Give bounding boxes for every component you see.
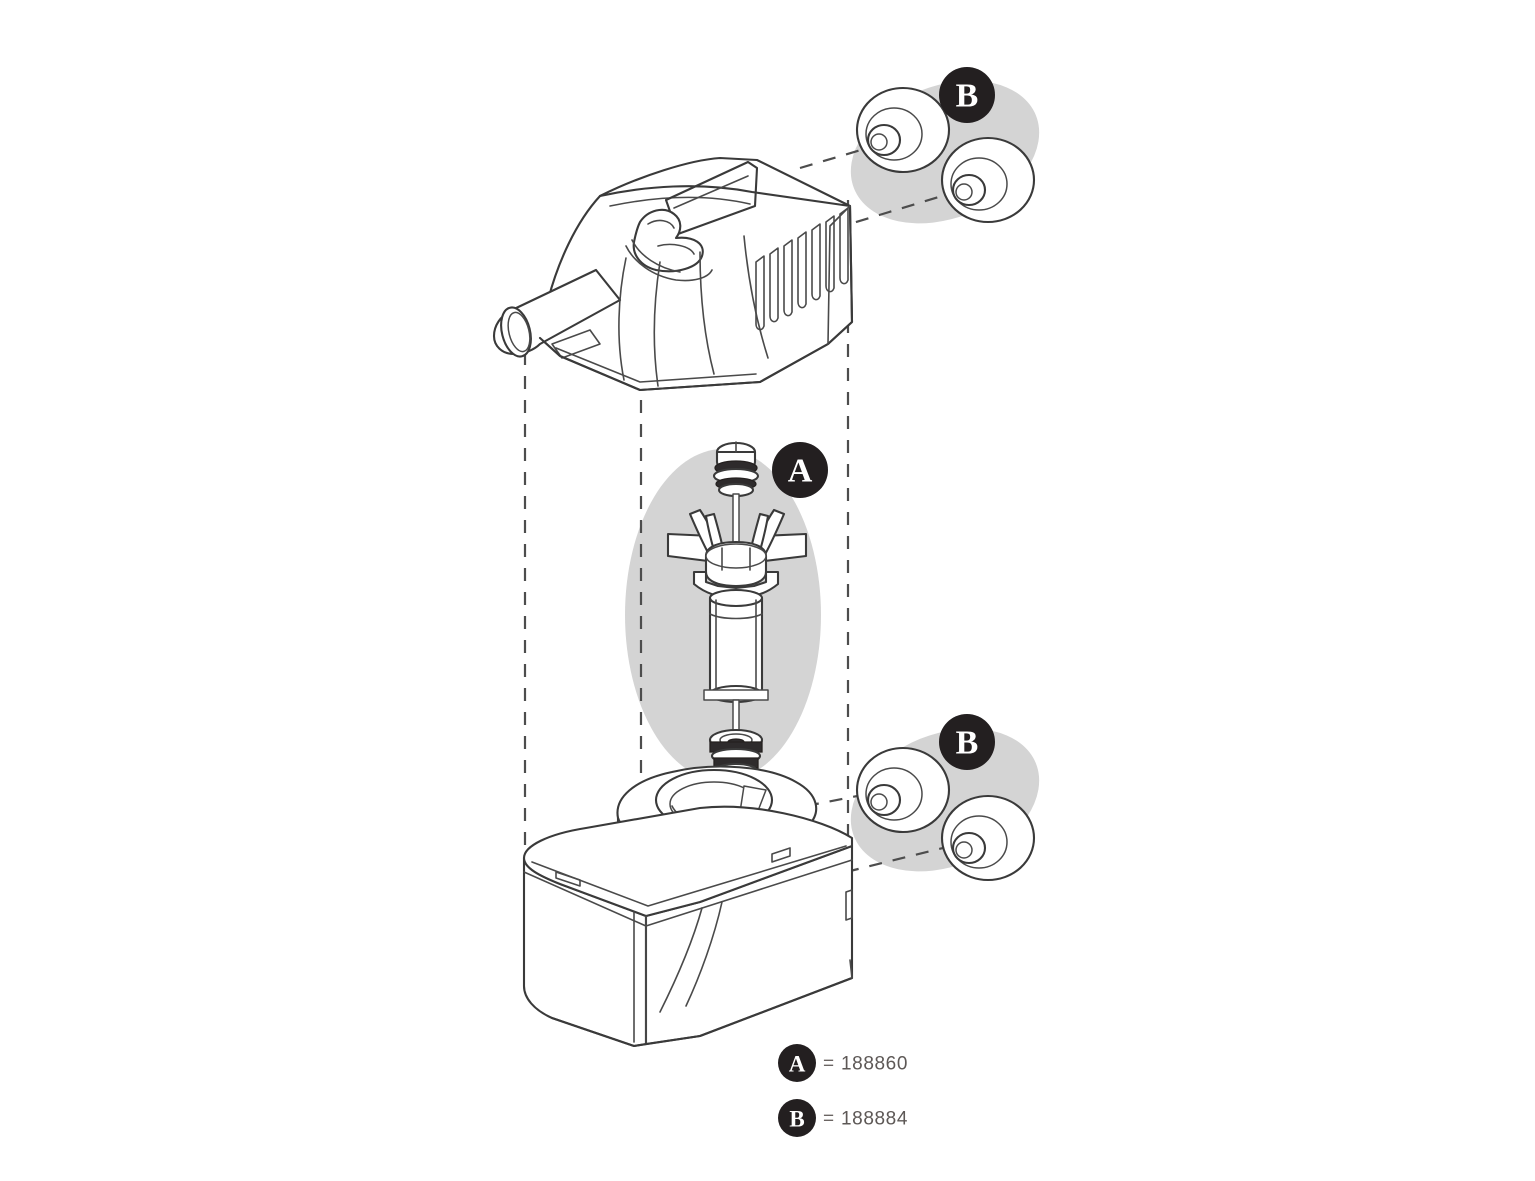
vent-slot-5	[825, 215, 835, 293]
base-swoosh-1	[659, 907, 703, 1013]
vent-slot-4	[811, 223, 821, 301]
control-lever	[632, 208, 704, 273]
lever-recess	[625, 245, 713, 282]
base-bottom-edge	[550, 976, 854, 1048]
upper-shaft	[732, 493, 740, 549]
bottom-bearing	[708, 728, 764, 778]
cover-crease-1	[618, 257, 627, 381]
legend-equals-b: =	[823, 1109, 834, 1130]
badge-b-bottom-label: B	[956, 725, 979, 762]
bushings-top-group	[855, 86, 1036, 224]
badge-b-bottom-circle[interactable]	[939, 714, 995, 770]
callout-badge-b-bottom[interactable]: B	[939, 714, 995, 770]
part-top-cover	[492, 156, 854, 392]
base-right-bottom-edge	[849, 959, 853, 979]
part-base-tank	[522, 765, 854, 1048]
rotor-base-flange	[703, 689, 769, 701]
cover-crease-3	[699, 251, 715, 375]
lever-recess-inner	[631, 239, 681, 273]
part-impeller-assembly	[666, 441, 808, 813]
callout-badge-b-top[interactable]: B	[939, 67, 995, 123]
nozzle-inner-bore	[507, 311, 531, 353]
bushing-bottom-1-bore	[870, 793, 888, 811]
legend-row-a: A = 188860	[778, 1044, 908, 1082]
control-lever-highlight	[647, 219, 675, 229]
badge-a-circle[interactable]	[772, 442, 828, 498]
legend-badge-b-label: B	[789, 1107, 804, 1132]
bushing-top-1	[855, 86, 951, 174]
bushing-top-2	[940, 136, 1036, 224]
bushing-bottom-2	[940, 794, 1036, 882]
legend-partnumber-a: 188860	[841, 1054, 908, 1075]
base-top-rim	[522, 805, 854, 918]
cover-bottom-inner	[555, 347, 757, 383]
legend: A = 188860 B = 188884	[778, 1044, 908, 1137]
legend-badge-a-label: A	[789, 1052, 806, 1077]
bushings-bottom-group	[855, 746, 1036, 882]
badge-a-label: A	[788, 453, 813, 490]
vent-slot-3	[797, 231, 807, 309]
bushing-top-2-bore	[955, 183, 973, 201]
vent-slot-7	[755, 255, 765, 331]
legend-badge-b-circle	[778, 1099, 816, 1137]
rotor-top-ellipse	[708, 588, 764, 608]
top-bearing-cap	[712, 441, 760, 498]
cover-right-edge	[827, 205, 851, 345]
rotor-body	[703, 588, 769, 704]
legend-row-b: B = 188884	[778, 1099, 908, 1137]
vent-slot-6	[839, 207, 849, 285]
cover-crease-4	[743, 235, 769, 359]
bushing-bottom-2-bore	[955, 841, 973, 859]
base-swoosh-2	[685, 901, 723, 1007]
rotor-seam-upper	[709, 613, 763, 620]
cover-top-seam	[598, 185, 852, 208]
vent-slot-1	[769, 247, 779, 323]
legend-partnumber-b: 188884	[841, 1109, 908, 1130]
control-lever-crease	[657, 243, 695, 255]
legend-badge-a-circle	[778, 1044, 816, 1082]
base-latch-nub	[845, 889, 853, 921]
base-back-slot	[771, 847, 791, 863]
cover-crease-2	[653, 261, 661, 387]
bushing-bottom-1	[855, 746, 951, 834]
alignment-lines	[523, 200, 850, 880]
impeller-vanes-group	[666, 508, 808, 600]
impeller-hub-top	[705, 543, 767, 569]
legend-equals-a: =	[823, 1054, 834, 1075]
cover-upper-ridge	[609, 196, 751, 207]
base-rim-tab	[555, 871, 581, 887]
cover-bottom-edge	[538, 336, 762, 392]
rotor-cylinder	[708, 596, 764, 696]
cover-right-face	[758, 204, 854, 384]
callout-badge-a-middle[interactable]: A	[772, 442, 828, 498]
badge-b-top-circle[interactable]	[939, 67, 995, 123]
cover-top-plate-crease	[673, 175, 749, 209]
badge-b-top-label: B	[956, 78, 979, 115]
nozzle-bracket	[551, 329, 601, 359]
bushing-top-1-bore	[870, 133, 888, 151]
vent-slots-group	[755, 207, 849, 331]
vent-slot-2	[783, 239, 793, 317]
